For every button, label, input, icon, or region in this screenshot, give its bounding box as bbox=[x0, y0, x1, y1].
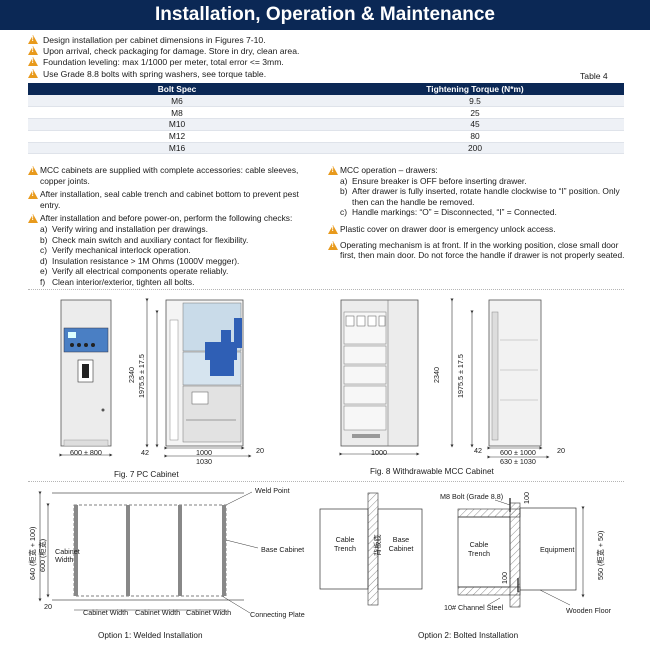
table-cell: 9.5 bbox=[326, 95, 624, 108]
check-item: c)Verify mechanical interlock operation. bbox=[40, 245, 191, 256]
equipment-label: Equipment bbox=[540, 545, 575, 554]
intro-list: Design installation per cabinet dimensio… bbox=[28, 35, 628, 80]
option1-caption: Option 1: Welded Installation bbox=[98, 631, 203, 640]
list-item: Use Grade 8.8 bolts with spring washers,… bbox=[28, 68, 628, 80]
note-item: After installation and before power-on, … bbox=[28, 213, 318, 287]
dim-550: 550 (柜宽 + 50) bbox=[596, 530, 605, 580]
base-cabinet-label: Base Cabinet bbox=[261, 545, 305, 554]
cabinet-width-cell: Cabinet Width bbox=[186, 608, 232, 617]
channel-steel-label: 10# Channel Steel bbox=[444, 603, 504, 612]
table-cell: 45 bbox=[326, 118, 624, 131]
pc-cabinet-section bbox=[165, 299, 244, 447]
dim-height-total: 2340 bbox=[432, 367, 441, 383]
warning-icon bbox=[28, 68, 38, 78]
dim-height-total: 2340 bbox=[127, 367, 136, 383]
list-item: Foundation leveling: max 1/1000 per mete… bbox=[28, 57, 628, 68]
dim-height-inner: 1975.5 ± 17.5 bbox=[137, 354, 146, 398]
cable-trench-label-2: Cable Trench bbox=[467, 540, 491, 558]
dim-base: 42 bbox=[141, 448, 149, 457]
table-cell: 80 bbox=[326, 130, 624, 143]
table-cell: M10 bbox=[28, 118, 326, 131]
weld-point-label: Weld Point bbox=[255, 486, 290, 495]
dim-600: 600 (柜宽) bbox=[38, 538, 47, 572]
dim-side-gap: 20 bbox=[256, 446, 264, 455]
dim-height-inner: 1975.5 ± 17.5 bbox=[456, 354, 465, 398]
operation-notes: MCC operation – drawers: a)Ensure breake… bbox=[328, 165, 628, 264]
dim-front-width: 1000 bbox=[371, 448, 387, 457]
warning-icon bbox=[28, 166, 38, 175]
warning-icon bbox=[328, 240, 338, 250]
check-item: a)Verify wiring and installation per dra… bbox=[40, 223, 208, 234]
warning-icon bbox=[328, 166, 338, 175]
cabinet-width-cell: Cabinet Width bbox=[83, 608, 129, 617]
warning-icon bbox=[28, 214, 38, 224]
page-title: Installation, Operation & Maintenance bbox=[0, 0, 650, 30]
table-cell: 25 bbox=[326, 106, 624, 120]
cabinet-width-label: Cabinet Width bbox=[55, 547, 80, 564]
step-item: a)Ensure breaker is OFF before inserting… bbox=[340, 175, 527, 186]
check-item: b)Check main switch and auxiliary contac… bbox=[40, 234, 249, 245]
note-item: After installation, seal cable trench an… bbox=[28, 189, 318, 210]
pc-cabinet-front bbox=[60, 299, 112, 447]
mcc-cabinet-side bbox=[488, 299, 542, 447]
warning-icon bbox=[28, 35, 38, 44]
warning-icon bbox=[28, 190, 38, 200]
mcc-cabinet-front bbox=[340, 299, 419, 447]
connecting-plate-label: Connecting Plate bbox=[250, 610, 305, 619]
wooden-floor-label: Wooden Floor bbox=[566, 606, 612, 615]
note-item: MCC operation – drawers: a)Ensure breake… bbox=[328, 165, 628, 218]
cable-trench-label: Cable Trench bbox=[333, 535, 357, 553]
table-cell: M16 bbox=[28, 142, 326, 155]
dim-depth-1: 600 ± 1000 bbox=[500, 448, 536, 457]
table-cell: 200 bbox=[326, 142, 624, 155]
dim-20: 20 bbox=[44, 602, 52, 611]
note-item: MCC cabinets are supplied with complete … bbox=[28, 165, 318, 186]
back-plate-label: 背板底 bbox=[373, 534, 382, 556]
table-cell: M6 bbox=[28, 95, 326, 108]
dim-base: 42 bbox=[474, 446, 482, 455]
cabinet-width-cell: Cabinet Width bbox=[135, 608, 181, 617]
fig8-caption: Fig. 8 Withdrawable MCC Cabinet bbox=[370, 467, 494, 476]
note-item: Operating mechanism is at front. If in t… bbox=[328, 240, 628, 261]
option2-caption: Option 2: Bolted Installation bbox=[418, 631, 519, 640]
dim-640: 640 (柜宽 + 100) bbox=[28, 526, 37, 580]
dim-100-bottom: 100 bbox=[500, 572, 509, 584]
dim-depth-2: 1030 bbox=[196, 457, 212, 466]
column-header: Bolt Spec bbox=[28, 83, 326, 95]
warning-icon bbox=[328, 224, 338, 234]
section-divider bbox=[28, 481, 624, 482]
dim-depth-1: 1000 bbox=[196, 448, 212, 457]
step-item: b)After drawer is fully inserted, rotate… bbox=[340, 186, 620, 207]
base-cabinet-label: Base Cabinet bbox=[388, 535, 414, 553]
warning-icon bbox=[28, 57, 38, 67]
step-item: c)Handle markings: “O” = Disconnected, “… bbox=[340, 207, 557, 218]
column-header: Tightening Torque (N*m) bbox=[326, 83, 624, 95]
list-item: Upon arrival, check packaging for damage… bbox=[28, 46, 628, 57]
check-item: d)Insulation resistance > 1M Ohms (1000V… bbox=[40, 255, 240, 266]
note-item: Plastic cover on drawer door is emergenc… bbox=[328, 224, 628, 235]
section-divider bbox=[28, 289, 624, 290]
m8-bolt-label: M8 Bolt (Grade 8.8) bbox=[440, 492, 504, 501]
list-item: Design installation per cabinet dimensio… bbox=[28, 35, 628, 46]
check-item: f)Clean interior/exterior, tighten all b… bbox=[40, 276, 195, 287]
dim-depth-2: 630 ± 1030 bbox=[500, 457, 536, 466]
fig7-caption: Fig. 7 PC Cabinet bbox=[114, 470, 179, 479]
table-label: Table 4 bbox=[580, 71, 608, 81]
dim-100-top: 100 bbox=[522, 492, 531, 504]
dim-side-gap: 20 bbox=[557, 446, 565, 455]
installation-notes: MCC cabinets are supplied with complete … bbox=[28, 165, 318, 291]
table-header-row: Bolt Spec Tightening Torque (N*m) bbox=[28, 83, 624, 95]
table-cell: M8 bbox=[28, 106, 326, 120]
dim-front-width: 600 ± 800 bbox=[70, 448, 102, 457]
warning-icon bbox=[28, 46, 38, 56]
table-cell: M12 bbox=[28, 130, 326, 143]
check-item: e)Verify all electrical components opera… bbox=[40, 266, 229, 277]
